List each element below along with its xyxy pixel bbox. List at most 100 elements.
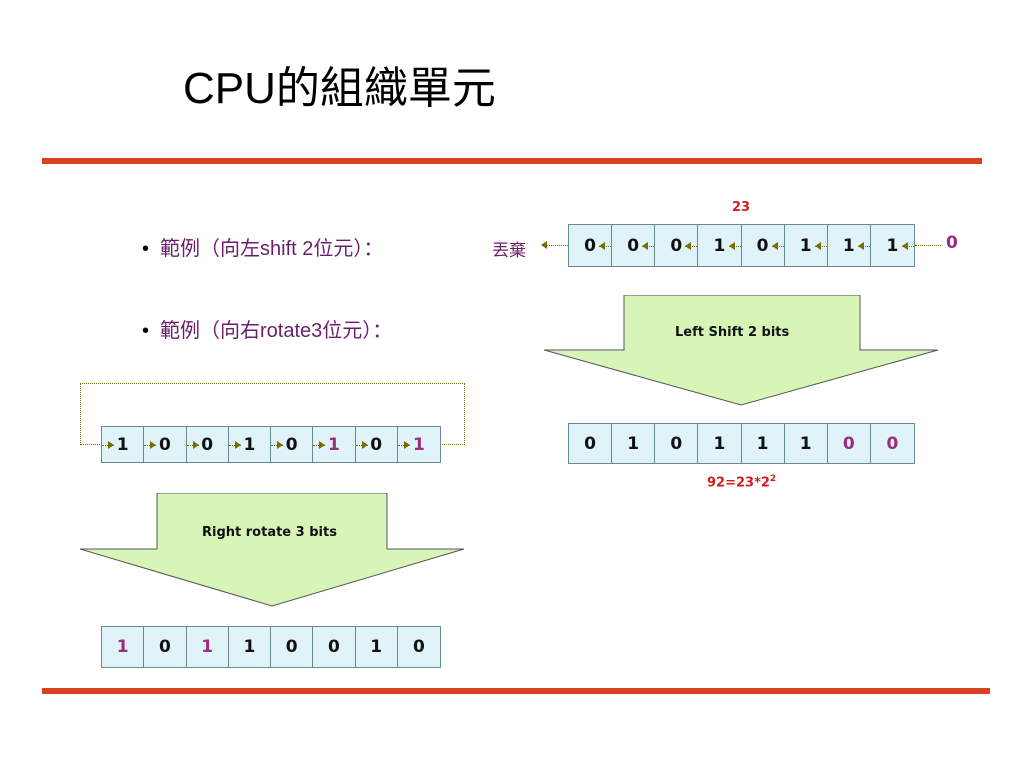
bit-cell: 0: [655, 225, 699, 266]
bit-cell: 0: [569, 225, 613, 266]
bit-value: 0: [201, 434, 214, 455]
bit-arrow-icon: [361, 440, 368, 449]
bullet-text-latin: rotate3: [260, 320, 323, 342]
bit-value: 0: [756, 235, 769, 256]
result-label-text: 92=23*2: [707, 475, 770, 491]
bit-value: 1: [713, 433, 726, 454]
bit-cell: 1: [187, 627, 229, 667]
bit-value: 0: [158, 434, 171, 455]
bit-cell: 0: [144, 427, 187, 462]
bit-value: 0: [412, 637, 425, 657]
bit-value: 1: [842, 235, 855, 256]
bit-arrow-line: [771, 245, 784, 247]
bit-value: 0: [158, 637, 171, 657]
bit-value: 0: [285, 637, 298, 657]
bit-value: 1: [412, 434, 425, 455]
discard-arrow-line: [546, 245, 568, 246]
bit-cell: 0: [313, 627, 356, 667]
bit-value: 0: [327, 637, 340, 657]
bit-cell: 0: [186, 427, 229, 462]
left-shift-label: Left Shift 2 bits: [675, 325, 790, 340]
bit-cell: 1: [397, 427, 440, 462]
top-rule: [42, 158, 982, 164]
bit-cell: 1: [229, 627, 271, 667]
bit-arrow-line: [814, 245, 827, 247]
bit-arrow-icon: [108, 440, 114, 449]
rotate-loop-line: [80, 383, 465, 445]
bit-value: 0: [285, 434, 298, 455]
bit-value: 1: [243, 434, 256, 455]
bit-cell: 1: [698, 225, 742, 266]
bit-cell: 0: [271, 427, 314, 462]
bit-cell: 0: [655, 424, 699, 463]
bit-cell: 0: [828, 424, 871, 463]
bit-arrow-icon: [857, 241, 864, 250]
bit-cell: 0: [271, 627, 314, 667]
bit-value: 0: [370, 434, 383, 455]
bit-value: 1: [713, 235, 726, 256]
bit-arrow-icon: [902, 241, 908, 250]
bit-cell: 1: [871, 225, 914, 266]
bit-arrow-line: [857, 245, 870, 247]
rotate-loop-right-stub: [440, 444, 465, 445]
bit-cell: 0: [612, 225, 656, 266]
bit-value: 0: [584, 235, 596, 256]
bit-value: 0: [627, 235, 640, 256]
bit-value: 0: [886, 433, 899, 454]
bit-arrow-icon: [234, 440, 241, 449]
original-value-label: 23: [732, 200, 751, 215]
bit-arrow-icon: [685, 241, 692, 250]
bit-value: 1: [799, 433, 812, 454]
fill-bit: 0: [946, 233, 958, 253]
bit-cell: 1: [313, 427, 356, 462]
bit-arrow-icon: [814, 241, 821, 250]
shift-input-register: 0 0 0 1 0 1 1 1: [568, 224, 915, 267]
bit-value: 0: [670, 433, 683, 454]
discard-arrowhead: [541, 241, 547, 249]
bit-value: 1: [201, 637, 214, 657]
bit-cell: 1: [785, 424, 828, 463]
result-label: 92=23*22: [707, 474, 776, 490]
fill-arrow-line: [915, 245, 941, 246]
rotate-loop-left-stub: [80, 444, 102, 445]
bit-cell: 1: [102, 427, 145, 462]
bit-cell: 1: [785, 225, 828, 266]
bit-value: 1: [886, 235, 899, 256]
bullet-rotate-example: •範例（向右rotate3位元）：: [142, 314, 392, 343]
discard-label: 丟棄: [492, 241, 526, 261]
bit-cell: 0: [398, 627, 440, 667]
bit-value: 1: [327, 434, 340, 455]
bit-arrow-icon: [599, 241, 606, 250]
bullet-text-prefix: 範例（向右: [160, 320, 260, 342]
bit-arrow-line: [728, 245, 741, 247]
bit-cell: 0: [569, 424, 613, 463]
bullet-marker: •: [142, 238, 150, 260]
bit-value: 1: [116, 434, 129, 455]
bit-value: 0: [670, 235, 683, 256]
bit-cell: 0: [355, 427, 398, 462]
rotate-input-register: 1 0 0 1 0 1 0 1: [101, 426, 441, 463]
bit-cell: 0: [742, 225, 785, 266]
bit-cell: 1: [612, 424, 656, 463]
bit-cell: 1: [828, 225, 871, 266]
left-shift-arrow: [544, 295, 939, 406]
bit-arrow-line: [642, 245, 655, 247]
bit-arrow-icon: [771, 241, 778, 250]
bit-cell: 1: [356, 627, 398, 667]
bullet-marker: •: [142, 320, 150, 342]
bit-cell: 0: [144, 627, 187, 667]
bit-arrow-icon: [403, 440, 410, 449]
bit-arrow-line: [902, 245, 914, 247]
bit-value: 0: [584, 433, 596, 454]
bit-value: 1: [756, 433, 769, 454]
bit-arrow-icon: [150, 440, 157, 449]
bit-value: 1: [799, 235, 812, 256]
bit-value: 1: [116, 637, 129, 657]
bit-cell: 1: [698, 424, 742, 463]
bit-value: 1: [243, 637, 256, 657]
slide-title: CPU的組織單元: [183, 64, 496, 113]
bit-cell: 1: [228, 427, 271, 462]
bit-value: 0: [842, 433, 855, 454]
